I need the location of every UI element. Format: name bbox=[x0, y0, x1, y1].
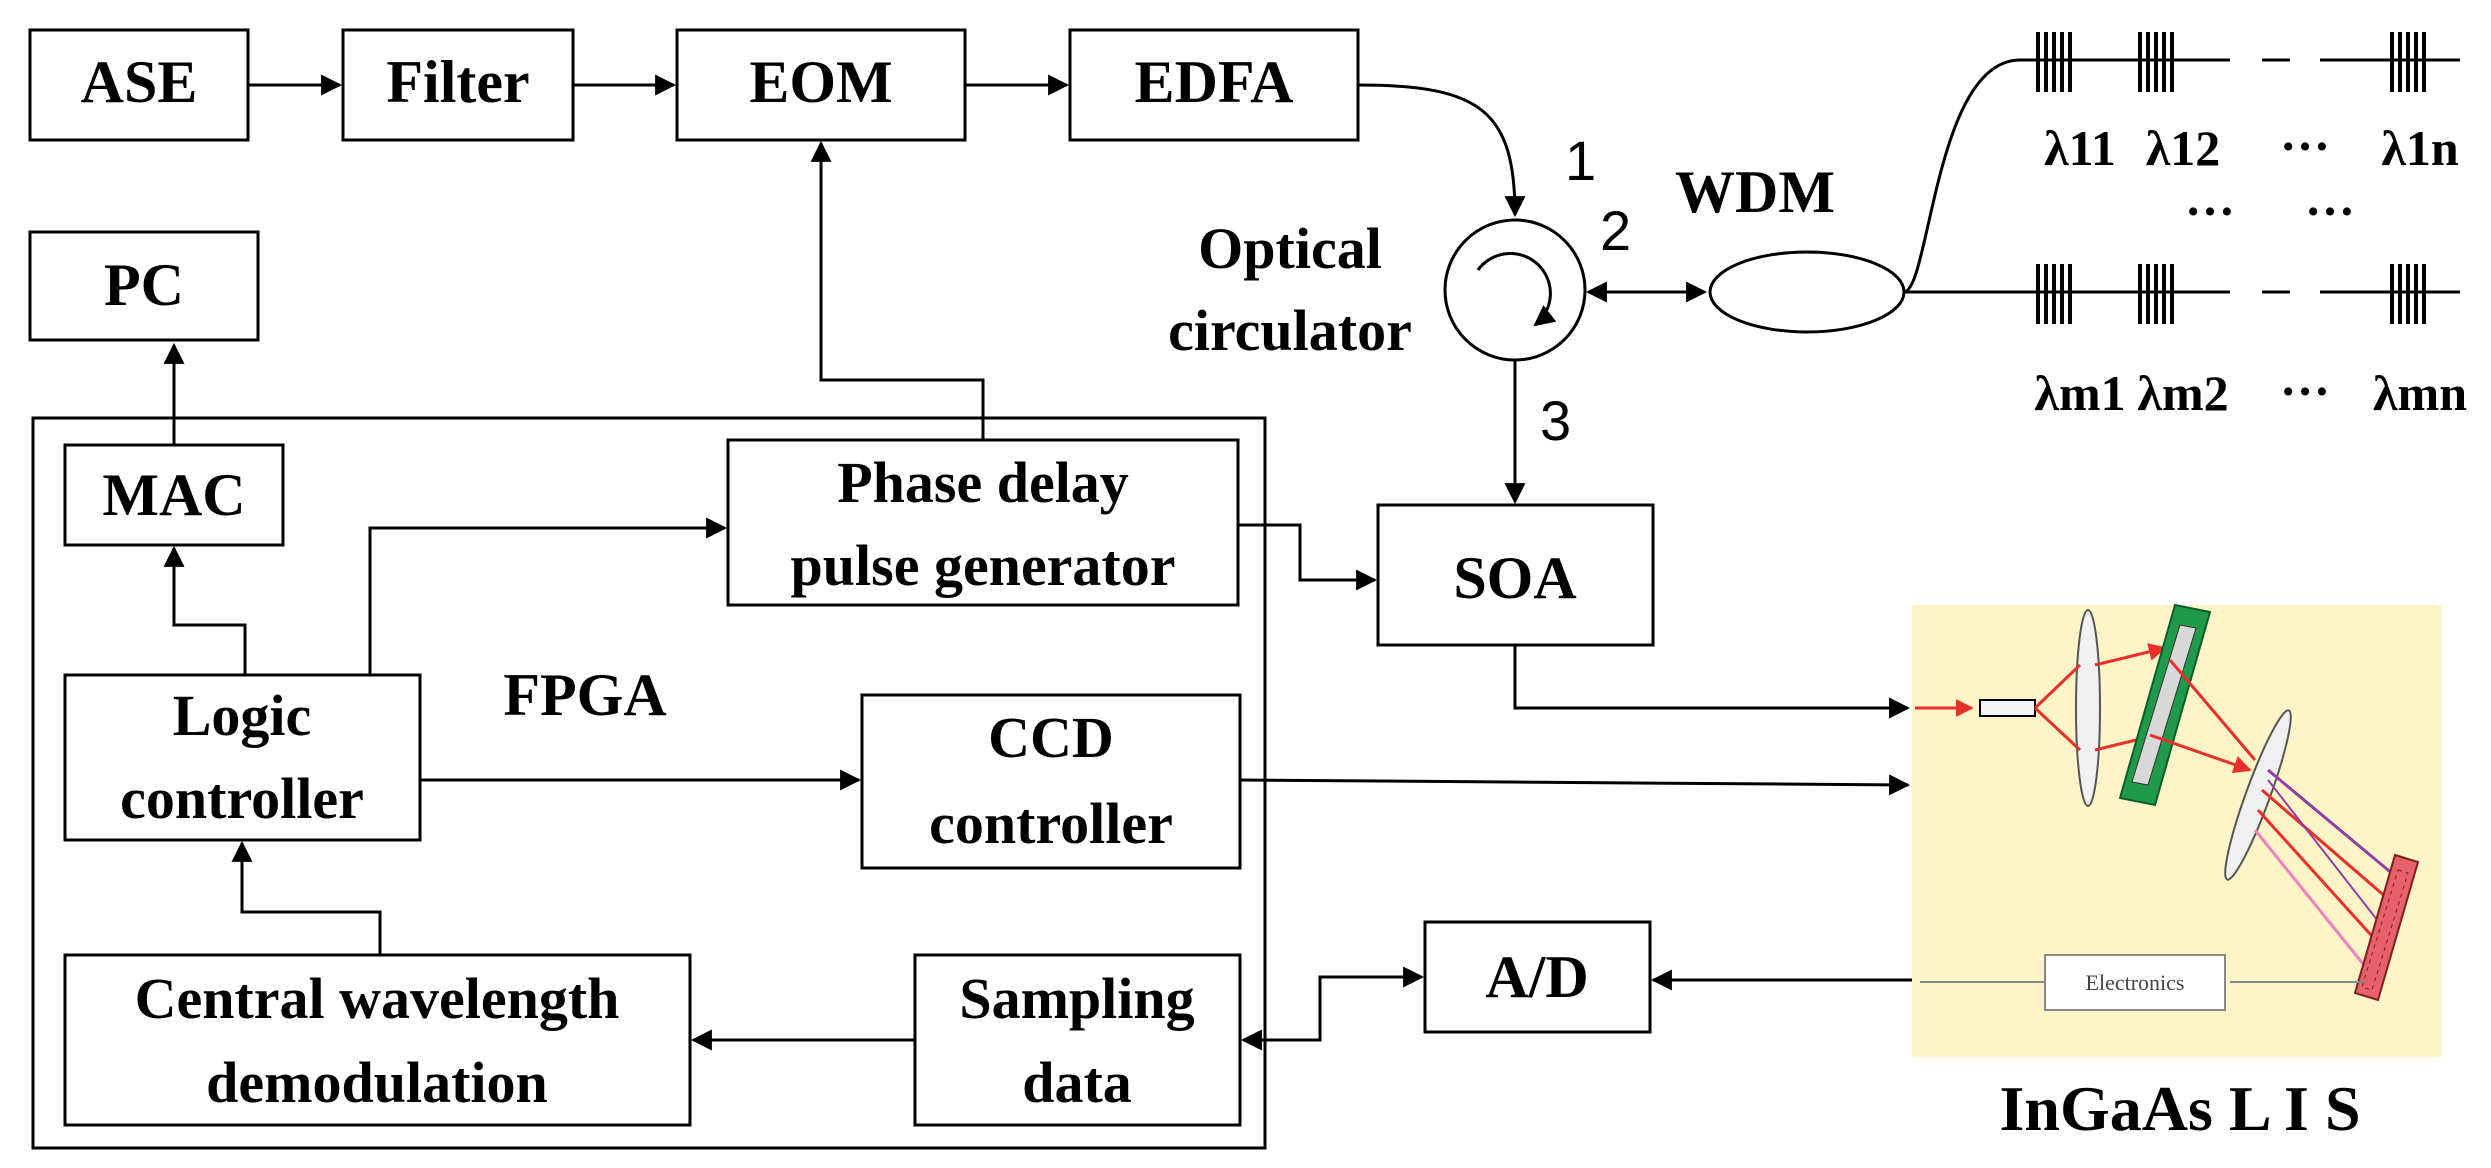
circulator-label-line1: Optical bbox=[1198, 216, 1382, 281]
sampling-data-block: Sampling data bbox=[913, 953, 1242, 1127]
arrow-logic-pulse bbox=[368, 517, 728, 675]
collimating-lens-icon bbox=[2075, 609, 2101, 807]
ase-block: ASE bbox=[28, 28, 250, 142]
pc-label: PC bbox=[104, 252, 184, 318]
central-label-line2: demodulation bbox=[206, 1050, 548, 1115]
fbg-gratings-row-m bbox=[2036, 264, 2426, 324]
beam-grating-to-lens bbox=[2149, 733, 2252, 774]
ccd-label-line1: CCD bbox=[988, 705, 1114, 770]
dispersed-beam-3 bbox=[2256, 808, 2382, 947]
row-1-ellipsis: … bbox=[2280, 105, 2330, 161]
circulator-rotation-icon bbox=[1476, 251, 1557, 327]
central-wavelength-demodulation-block: Central wavelength demodulation bbox=[63, 953, 692, 1127]
fbg-m1 bbox=[2036, 264, 2072, 324]
filter-block: Filter bbox=[341, 28, 575, 142]
dispersed-beam-4 bbox=[2253, 829, 2374, 976]
spectrometer-caption: InGaAs L I S bbox=[1999, 1073, 2360, 1144]
sampling-label-line2: data bbox=[1022, 1050, 1132, 1115]
pc-block: PC bbox=[28, 230, 260, 342]
arrow-soa-spectrometer bbox=[1513, 645, 1911, 719]
focusing-lens-icon bbox=[2224, 709, 2292, 881]
optical-circulator: Optical circulator 1 2 3 bbox=[1168, 129, 1631, 452]
input-slit-icon bbox=[1979, 699, 2036, 717]
lambda-11-label: λ11 bbox=[2044, 120, 2116, 176]
soa-label: SOA bbox=[1453, 545, 1576, 611]
lambda-m1-label: λm1 bbox=[2034, 365, 2125, 421]
fbg-1n bbox=[2390, 32, 2426, 92]
fbg-mn bbox=[2390, 264, 2426, 324]
logic-controller-block: Logic controller bbox=[63, 673, 422, 842]
fbg-m2 bbox=[2138, 264, 2174, 324]
arrow-edfa-circulator bbox=[1357, 83, 1526, 218]
middle-ellipsis-2: … bbox=[2305, 170, 2355, 226]
arrow-central-logic bbox=[231, 840, 382, 955]
electronics-box: Electronics bbox=[2044, 954, 2226, 1011]
dispersed-beam-1 bbox=[2267, 768, 2401, 882]
fbg-gratings-row-1 bbox=[2036, 32, 2426, 92]
arrow-ad-sampling bbox=[1240, 966, 1425, 1051]
logic-label-line2: controller bbox=[120, 766, 364, 831]
edfa-label: EDFA bbox=[1135, 49, 1294, 115]
central-label-line1: Central wavelength bbox=[135, 966, 620, 1031]
fiber-row-1 bbox=[1903, 58, 2230, 294]
mac-label: MAC bbox=[102, 462, 245, 528]
linear-image-sensor-icon bbox=[2353, 853, 2420, 1002]
edfa-block: EDFA bbox=[1068, 28, 1360, 142]
fpga-label: FPGA bbox=[503, 662, 666, 728]
arrow-pulse-soa bbox=[1238, 523, 1378, 591]
ad-converter-block: A/D bbox=[1423, 920, 1652, 1034]
sampling-label-line1: Sampling bbox=[959, 966, 1194, 1031]
wdm-coupler: WDM bbox=[1675, 159, 1906, 334]
phase-delay-label-line2: pulse generator bbox=[791, 533, 1176, 598]
port-1-label: 1 bbox=[1565, 129, 1596, 192]
eom-label: EOM bbox=[749, 49, 892, 115]
wdm-label: WDM bbox=[1675, 159, 1835, 225]
middle-ellipsis-1: … bbox=[2185, 170, 2235, 226]
beam-slit-to-lens bbox=[2033, 643, 2167, 752]
ad-label: A/D bbox=[1485, 944, 1588, 1010]
ingaas-spectrometer: Electronics bbox=[1912, 603, 2442, 1057]
fbg-11 bbox=[2036, 32, 2072, 92]
lambda-1n-label: λ1n bbox=[2381, 120, 2459, 176]
dispersed-beam-2 bbox=[2261, 788, 2396, 907]
row-m-ellipsis: … bbox=[2280, 350, 2330, 406]
port-3-label: 3 bbox=[1540, 389, 1571, 452]
dispersed-beam-5 bbox=[2267, 779, 2386, 931]
arrow-pulse-to-eom bbox=[810, 140, 985, 440]
lambda-mn-label: λmn bbox=[2373, 365, 2467, 421]
lambda-12-label: λ12 bbox=[2146, 120, 2221, 176]
arrow-logic-mac bbox=[163, 545, 247, 675]
mac-block: MAC bbox=[63, 443, 285, 547]
fbg-12 bbox=[2138, 32, 2174, 92]
ccd-label-line2: controller bbox=[929, 791, 1173, 856]
ccd-controller-block: CCD controller bbox=[860, 693, 1242, 870]
electronics-label: Electronics bbox=[2086, 970, 2185, 995]
beam-grating-to-lens-2 bbox=[2168, 659, 2257, 761]
phase-delay-pulse-generator-block: Phase delay pulse generator bbox=[726, 438, 1240, 607]
phase-delay-label-line1: Phase delay bbox=[837, 450, 1129, 515]
circulator-label-line2: circulator bbox=[1168, 298, 1412, 363]
soa-block: SOA bbox=[1376, 503, 1655, 647]
lambda-m2-label: λm2 bbox=[2137, 365, 2228, 421]
diffraction-grating-icon bbox=[2118, 603, 2212, 807]
arrow-ccd-spectrometer bbox=[1239, 774, 1911, 796]
port-2-label: 2 bbox=[1600, 199, 1631, 262]
filter-label: Filter bbox=[386, 49, 529, 115]
eom-block: EOM bbox=[675, 28, 967, 142]
logic-label-line1: Logic bbox=[173, 683, 312, 748]
ase-label: ASE bbox=[81, 49, 198, 115]
